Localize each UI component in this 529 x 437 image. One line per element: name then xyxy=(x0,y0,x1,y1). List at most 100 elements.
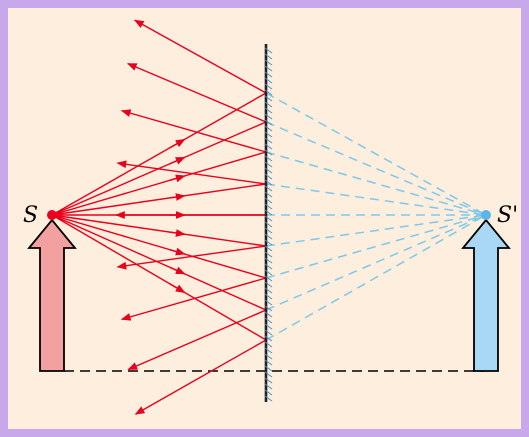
incident-ray xyxy=(51,183,267,216)
reflected-ray xyxy=(120,109,267,153)
virtual-ray xyxy=(265,214,487,311)
hatch-mark xyxy=(264,305,273,312)
virtual-rays xyxy=(265,92,487,341)
incident-ray-arrow xyxy=(169,266,186,275)
hatch-mark xyxy=(264,71,273,78)
incident-ray-arrow xyxy=(169,174,186,183)
mirror-hatching xyxy=(264,47,273,402)
hatch-mark xyxy=(264,353,273,360)
hatch-mark xyxy=(264,167,273,174)
hatch-mark xyxy=(264,293,273,300)
image-arrow xyxy=(461,218,511,372)
hatch-mark xyxy=(264,311,273,318)
hatch-mark xyxy=(264,83,273,90)
hatch-mark xyxy=(264,197,273,204)
hatch-mark xyxy=(264,215,273,222)
virtual-ray xyxy=(265,214,487,341)
hatch-mark xyxy=(264,203,273,210)
image-label: S' xyxy=(497,203,518,228)
hatch-mark xyxy=(264,275,273,282)
hatch-mark xyxy=(264,371,273,378)
hatch-mark xyxy=(264,161,273,168)
hatch-mark xyxy=(264,299,273,306)
incident-ray xyxy=(51,151,267,216)
hatch-mark xyxy=(264,233,273,240)
hatch-mark xyxy=(264,269,273,276)
incident-ray-arrow xyxy=(169,193,186,201)
hatch-mark xyxy=(264,341,273,348)
incident-ray-arrow xyxy=(169,283,186,294)
hatch-mark xyxy=(264,143,273,150)
reflected-ray xyxy=(127,309,267,371)
incident-ray-arrow xyxy=(169,229,186,237)
incident-ray-arrow xyxy=(169,138,186,149)
incident-ray xyxy=(51,92,267,216)
hatch-mark xyxy=(264,287,273,294)
hatch-mark xyxy=(264,257,273,264)
virtual-ray xyxy=(265,214,487,279)
hatch-mark xyxy=(264,263,273,270)
hatch-mark xyxy=(264,125,273,132)
reflected-ray xyxy=(133,19,267,94)
hatch-mark xyxy=(264,149,273,156)
hatch-mark xyxy=(264,65,273,72)
image-point xyxy=(481,210,491,220)
incident-ray xyxy=(51,214,267,341)
object-arrow xyxy=(27,218,77,372)
plane-mirror xyxy=(264,44,273,402)
incident-ray xyxy=(51,214,267,311)
incident-ray xyxy=(51,214,267,279)
hatch-mark xyxy=(264,77,273,84)
hatch-mark xyxy=(264,329,273,336)
hatch-mark xyxy=(264,95,273,102)
source-label: S xyxy=(23,203,38,228)
hatch-mark xyxy=(264,179,273,186)
hatch-mark xyxy=(264,389,273,396)
hatch-mark xyxy=(264,137,273,144)
hatch-mark xyxy=(264,251,273,258)
hatch-mark xyxy=(264,101,273,108)
virtual-ray xyxy=(265,151,487,216)
incident-ray xyxy=(51,214,267,247)
hatch-mark xyxy=(264,89,273,96)
reflected-ray xyxy=(134,339,267,415)
hatch-mark xyxy=(264,173,273,180)
virtual-ray xyxy=(265,214,487,247)
hatch-mark xyxy=(264,395,273,402)
hatch-mark xyxy=(264,221,273,228)
hatch-mark xyxy=(264,317,273,324)
hatch-mark xyxy=(264,323,273,330)
source-point xyxy=(47,210,57,220)
hatch-mark xyxy=(264,53,273,60)
virtual-ray xyxy=(265,121,487,216)
incident-ray-arrow xyxy=(169,247,186,256)
reflected-rays xyxy=(51,19,267,415)
hatch-mark xyxy=(264,281,273,288)
hatch-mark xyxy=(264,365,273,372)
hatch-mark xyxy=(264,107,273,114)
hatch-mark xyxy=(264,245,273,252)
hatch-mark xyxy=(264,239,273,246)
hatch-mark xyxy=(264,119,273,126)
virtual-ray xyxy=(265,92,487,216)
hatch-mark xyxy=(264,383,273,390)
hatch-mark xyxy=(264,59,273,66)
hatch-mark xyxy=(264,191,273,198)
hatch-mark xyxy=(264,185,273,192)
hatch-mark xyxy=(264,227,273,234)
hatch-mark xyxy=(264,155,273,162)
hatch-mark xyxy=(264,377,273,384)
hatch-mark xyxy=(264,359,273,366)
diagram-panel xyxy=(8,8,521,429)
hatch-mark xyxy=(264,209,273,216)
hatch-mark xyxy=(264,335,273,342)
incident-ray-arrow xyxy=(169,156,186,165)
reflected-ray xyxy=(116,160,267,185)
hatch-mark xyxy=(264,113,273,120)
virtual-ray xyxy=(265,183,487,216)
hatch-mark xyxy=(264,47,273,54)
reflected-ray xyxy=(126,62,267,123)
hatch-mark xyxy=(264,347,273,354)
hatch-mark xyxy=(264,131,273,138)
